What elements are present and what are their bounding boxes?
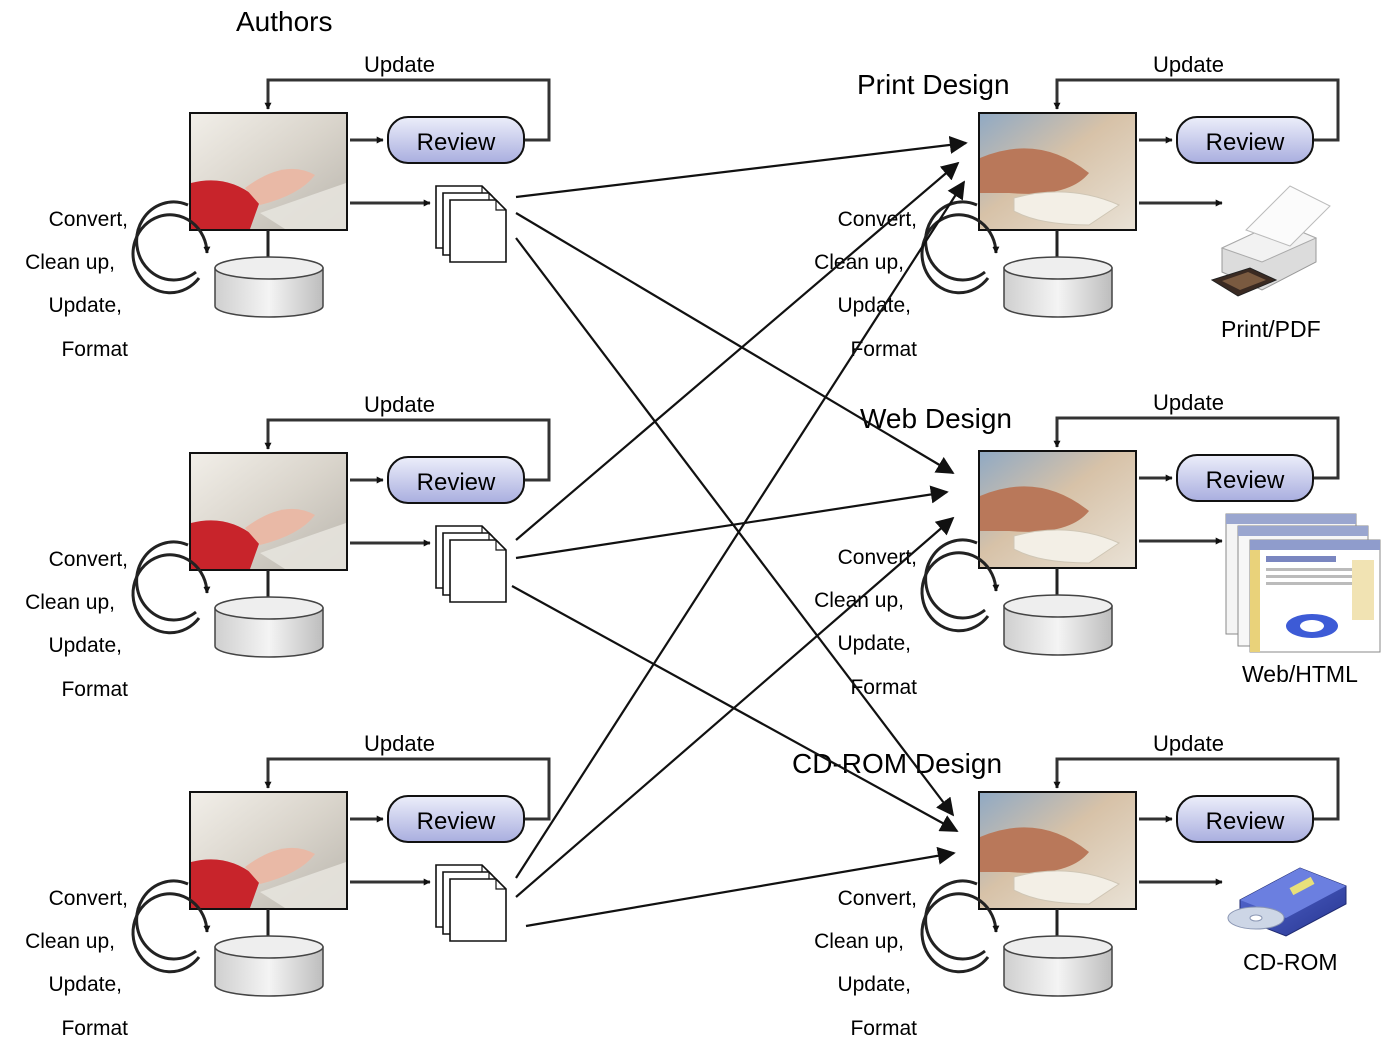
update-step-label: Update, (837, 294, 911, 317)
review-label: Review (1206, 808, 1285, 835)
convert-label: Convert, (49, 548, 128, 571)
convert-label: Convert, (838, 887, 917, 910)
update-label: Update (364, 731, 435, 756)
format-label: Format (61, 1017, 128, 1039)
update-step-label: Update, (837, 973, 911, 996)
database-cylinder-icon (1003, 935, 1113, 997)
circular-arrow-icon (135, 540, 197, 622)
update-label: Update (1153, 731, 1224, 756)
update-step-label: Update, (48, 294, 122, 317)
review-label: Review (417, 469, 496, 496)
clean-up-label: Clean up, (25, 251, 115, 274)
database-cylinder-icon (214, 935, 324, 997)
update-loop-arrow (264, 78, 551, 142)
update-label: Update (364, 52, 435, 77)
update-loop-arrow (1053, 416, 1340, 480)
convert-label: Convert, (49, 208, 128, 231)
format-label: Format (850, 676, 917, 699)
update-loop-arrow (264, 757, 551, 821)
mouse-photo-icon (978, 450, 1137, 569)
typing-photo-icon (189, 112, 348, 231)
review-step: Review (387, 456, 525, 504)
convert-label: Convert, (838, 208, 917, 231)
cd-rom-drive-icon (1227, 867, 1347, 937)
database-cylinder-icon (214, 256, 324, 318)
review-step: Review (387, 795, 525, 843)
clean-up-label: Clean up, (814, 930, 904, 953)
mouse-photo-icon (978, 112, 1137, 231)
format-label: Format (61, 338, 128, 361)
flow-arrow (515, 485, 949, 560)
clean-up-label: Clean up, (25, 930, 115, 953)
format-label: Format (850, 338, 917, 361)
database-cylinder-icon (1003, 594, 1113, 656)
review-label: Review (1206, 467, 1285, 494)
document-stack-icon (435, 864, 507, 942)
circular-arrow-icon (135, 879, 197, 961)
circular-arrow-icon (924, 200, 986, 282)
circular-arrow-icon (924, 538, 986, 620)
review-label: Review (417, 808, 496, 835)
typing-photo-icon (189, 452, 348, 571)
format-label: Format (61, 678, 128, 701)
update-label: Update (1153, 390, 1224, 415)
update-step-label: Update, (48, 973, 122, 996)
clean-up-label: Clean up, (814, 251, 904, 274)
web-output-label: Web/HTML (1242, 661, 1358, 687)
flow-arrow (515, 180, 965, 879)
web-design-heading: Web Design (860, 403, 1012, 434)
cdrom-design-heading: CD-ROM Design (792, 748, 1002, 779)
update-step-label: Update, (837, 632, 911, 655)
review-step: Review (1176, 116, 1314, 164)
database-cylinder-icon (1003, 256, 1113, 318)
review-label: Review (1206, 129, 1285, 156)
printer-icon (1210, 185, 1331, 297)
flow-arrow (515, 212, 955, 474)
flow-arrow (515, 161, 960, 541)
review-label: Review (417, 129, 496, 156)
review-step: Review (1176, 795, 1314, 843)
flow-arrow (515, 516, 955, 898)
update-step-label: Update, (48, 634, 122, 657)
convert-label: Convert, (838, 546, 917, 569)
web-pages-icon (1225, 513, 1381, 653)
cdrom-output-label: CD-ROM (1243, 949, 1338, 975)
authors-heading: Authors (236, 6, 333, 37)
format-label: Format (850, 1017, 917, 1039)
circular-arrow-icon (924, 879, 986, 961)
update-label: Update (364, 392, 435, 417)
circular-arrow-icon (135, 200, 197, 282)
document-stack-icon (435, 525, 507, 603)
flow-arrow (515, 237, 955, 817)
update-loop-arrow (264, 418, 551, 482)
review-step: Review (387, 116, 525, 164)
document-stack-icon (435, 185, 507, 263)
print-output-label: Print/PDF (1221, 316, 1321, 342)
distribution-arrows (511, 135, 968, 928)
print-design-heading: Print Design (857, 69, 1010, 100)
update-loop-arrow (1053, 78, 1340, 142)
review-step: Review (1176, 454, 1314, 502)
flow-arrow (515, 135, 968, 199)
clean-up-label: Clean up, (25, 591, 115, 614)
update-label: Update (1153, 52, 1224, 77)
typing-photo-icon (189, 791, 348, 910)
convert-label: Convert, (49, 887, 128, 910)
database-cylinder-icon (214, 596, 324, 658)
flow-arrow (525, 846, 956, 928)
update-loop-arrow (1053, 757, 1340, 821)
mouse-photo-icon (978, 791, 1137, 910)
